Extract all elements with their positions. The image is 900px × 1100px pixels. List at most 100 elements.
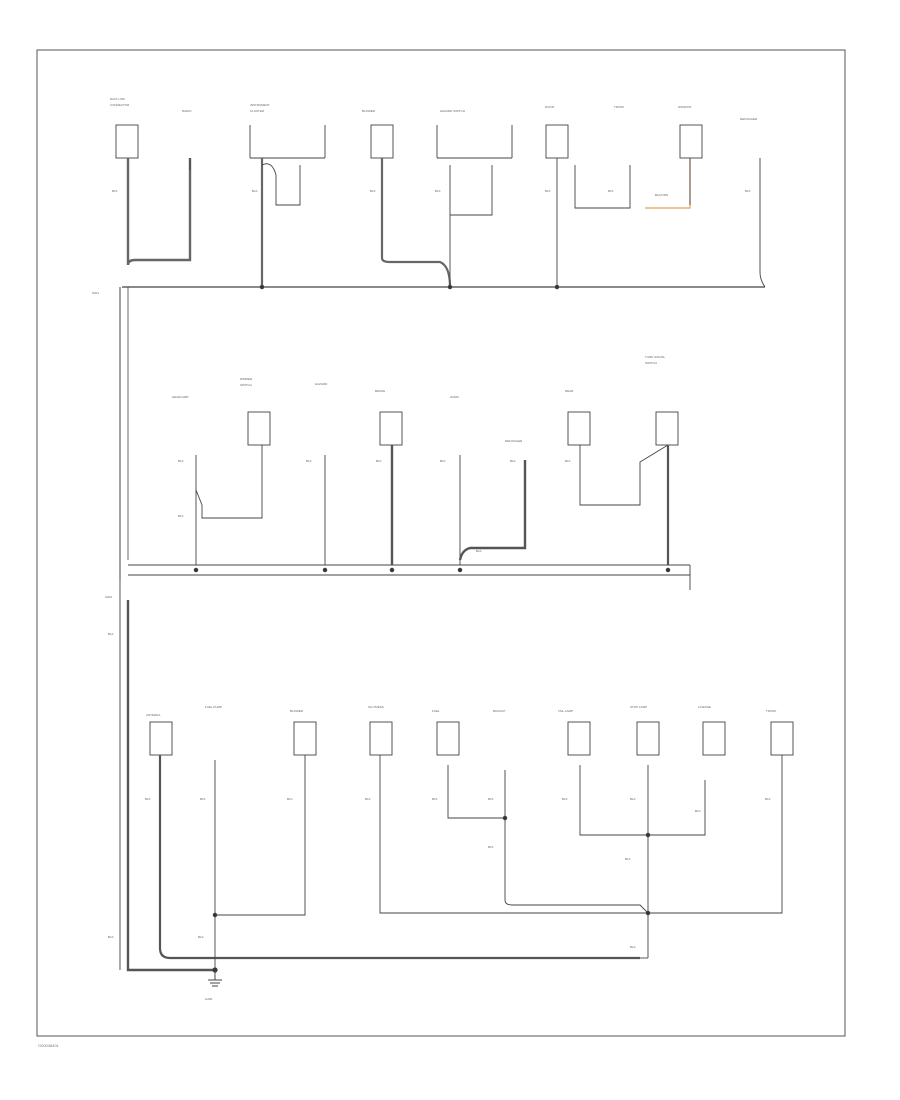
svg-text:BLK: BLK [178,459,184,463]
wire [458,460,527,561]
svg-text:BLK: BLK [108,935,114,939]
svg-text:DATA LINK: DATA LINK [110,97,125,101]
wire [380,158,452,288]
component-box [770,721,794,756]
svg-text:BLK: BLK [440,459,446,463]
section-2-labels: HEADLAMP DIMMER SWITCH HAZARD BRAKE HORN… [105,355,666,599]
svg-text:BLK: BLK [608,189,614,193]
svg-text:BLK: BLK [565,459,571,463]
junction-dot [502,815,508,821]
svg-text:BLK: BLK [376,459,382,463]
junction-dot [389,567,395,573]
svg-text:BLK: BLK [630,945,636,949]
connector-bracket [436,125,513,159]
svg-text:SWITCH: SWITCH [645,361,657,365]
svg-text:S202: S202 [105,595,112,599]
diagram-border [36,49,846,1037]
svg-text:CLUSTER: CLUSTER [250,109,265,113]
component-box [679,124,703,159]
component-box [545,124,569,159]
svg-text:HORN: HORN [450,395,459,399]
svg-text:BLK: BLK [108,632,114,636]
footer-code: G00048401 [38,1043,59,1048]
svg-text:BLK: BLK [545,189,551,193]
wire [195,445,263,519]
wire [579,765,706,836]
component-box [655,411,679,446]
svg-text:WINDOW: WINDOW [678,105,691,109]
section-1 [115,124,766,290]
ground-symbol [208,970,222,987]
component-box [702,721,726,756]
svg-text:BRAKE: BRAKE [375,389,385,393]
junction-dot [665,567,671,573]
wire [574,165,631,209]
svg-text:HAZARD: HAZARD [315,382,328,386]
svg-text:BLK: BLK [488,797,494,801]
section-1-labels: DATA LINK CONNECTOR RADIO INSTRUMENT CLU… [92,97,758,295]
svg-text:BLK: BLK [432,797,438,801]
svg-text:BLK: BLK [200,797,206,801]
svg-text:G200: G200 [205,997,213,1001]
svg-text:BLK: BLK [625,857,631,861]
svg-text:BLK/ORN: BLK/ORN [655,193,668,197]
section-3 [119,580,794,973]
svg-text:LICENSE: LICENSE [698,705,711,709]
svg-text:STOP LAMP: STOP LAMP [630,705,647,709]
svg-text:FUEL PUMP: FUEL PUMP [205,705,222,709]
ground-bus-2 [128,564,690,576]
junction-dot [193,567,199,573]
component-box [436,721,460,756]
svg-text:BLK: BLK [252,189,258,193]
wire [126,600,215,972]
junction-dot [457,567,463,573]
svg-text:BLK: BLK [745,189,751,193]
svg-text:CONNECTOR: CONNECTOR [110,103,130,107]
svg-text:BLK: BLK [287,797,293,801]
component-box [115,124,139,159]
svg-text:BLK: BLK [695,809,701,813]
svg-text:TRUNK: TRUNK [614,105,624,109]
junction-dot [554,284,560,290]
svg-text:TAIL LAMP: TAIL LAMP [558,709,573,713]
svg-text:BLK: BLK [488,845,494,849]
wire [645,158,691,209]
svg-text:FUEL: FUEL [432,709,440,713]
junction-dot [212,912,218,918]
component-box [369,721,393,756]
junction-dot [645,910,651,916]
section-2 [128,411,691,590]
component-box [247,411,271,446]
svg-text:BLK: BLK [630,797,636,801]
svg-text:BLK: BLK [510,459,516,463]
svg-text:DEFOGGER: DEFOGGER [740,117,758,121]
connector-bracket [249,125,326,159]
svg-text:BLOWER: BLOWER [290,709,304,713]
svg-text:HAZARD SWITCH: HAZARD SWITCH [440,109,465,113]
junction-dot [645,832,651,838]
svg-text:ANTENNA: ANTENNA [146,713,160,717]
svg-text:DIMMER: DIMMER [240,377,253,381]
svg-text:BLK: BLK [562,797,568,801]
svg-text:BLK: BLK [306,459,312,463]
svg-text:DEFOGGER: DEFOGGER [505,439,523,443]
svg-text:RADIO: RADIO [182,109,192,113]
junction-dot [447,284,453,290]
wire [759,158,766,288]
svg-text:BACKUP: BACKUP [493,709,505,713]
svg-text:BLK: BLK [476,549,482,553]
junction-dot [259,284,265,290]
component-box [567,411,591,446]
svg-text:BLK: BLK [178,514,184,518]
wire [215,755,306,916]
svg-text:S201: S201 [92,291,99,295]
component-box [567,721,591,756]
wire [450,165,493,216]
svg-text:BLK: BLK [365,797,371,801]
component-box [379,411,403,446]
section-3-labels: ANTENNA FUEL PUMP BLOWER OIL PRESS FUEL … [108,632,776,1001]
wire [126,158,192,266]
junction-dot [322,567,328,573]
svg-text:BLK: BLK [145,797,151,801]
